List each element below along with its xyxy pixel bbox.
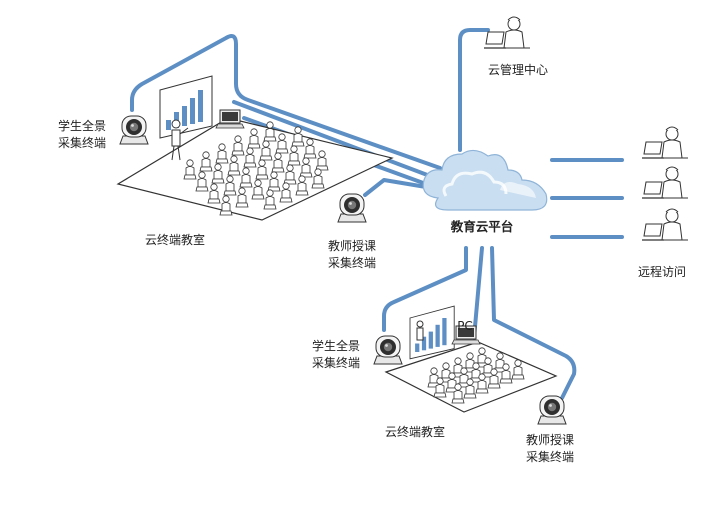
teacher-figure: [171, 119, 189, 161]
link-top-student-cam-2: [232, 100, 432, 178]
classroom-bottom: [373, 305, 567, 425]
bottom-student-camera-label-line2: 采集终端: [312, 356, 361, 370]
person-laptop-icon: [641, 126, 689, 159]
bottom-teacher-camera-label-line2: 采集终端: [525, 450, 574, 464]
dome-camera-icon: [337, 193, 367, 223]
link-bottom-pc: [472, 246, 484, 340]
top-teacher-camera-label-line2: 采集终端: [327, 256, 376, 270]
cloud-mgmt-label: 云管理中心: [487, 63, 548, 77]
cloud-icon: [422, 149, 548, 211]
top-student-camera-label-line1: 学生全景: [58, 119, 107, 133]
classroom-top-label: 云终端教室: [144, 233, 205, 247]
top-teacher-camera-label-line1: 教师授课: [327, 239, 376, 253]
link-top-student-cam-1: [130, 34, 442, 170]
link-bottom-student-cam: [382, 246, 468, 332]
pc-icon: [215, 109, 245, 129]
classroom-bottom-label: 云终端教室: [384, 425, 445, 439]
person-laptop-icon: [641, 166, 689, 199]
classroom-top: [116, 75, 394, 223]
dome-camera-icon: [537, 395, 567, 425]
bottom-pc-label: PC: [457, 319, 473, 333]
dome-camera-icon: [119, 115, 149, 145]
link-cloudmgmt: [458, 28, 490, 152]
bottom-teacher-camera-label-line1: 教师授课: [525, 433, 574, 447]
link-bottom-teacher-cam: [490, 246, 577, 400]
teacher-figure: [416, 320, 424, 341]
whiteboard-icon: [159, 75, 213, 139]
remote-access-label: 远程访问: [637, 265, 686, 279]
bottom-student-camera-label-line1: 学生全景: [312, 339, 361, 353]
cloud-platform-label: 教育云平台: [450, 219, 514, 234]
dome-camera-icon: [373, 335, 403, 365]
top-student-camera-label-line2: 采集终端: [58, 136, 107, 150]
person-laptop-icon: [641, 208, 689, 241]
person-laptop-icon: [483, 16, 531, 49]
link-top-teacher-cam: [363, 178, 434, 197]
